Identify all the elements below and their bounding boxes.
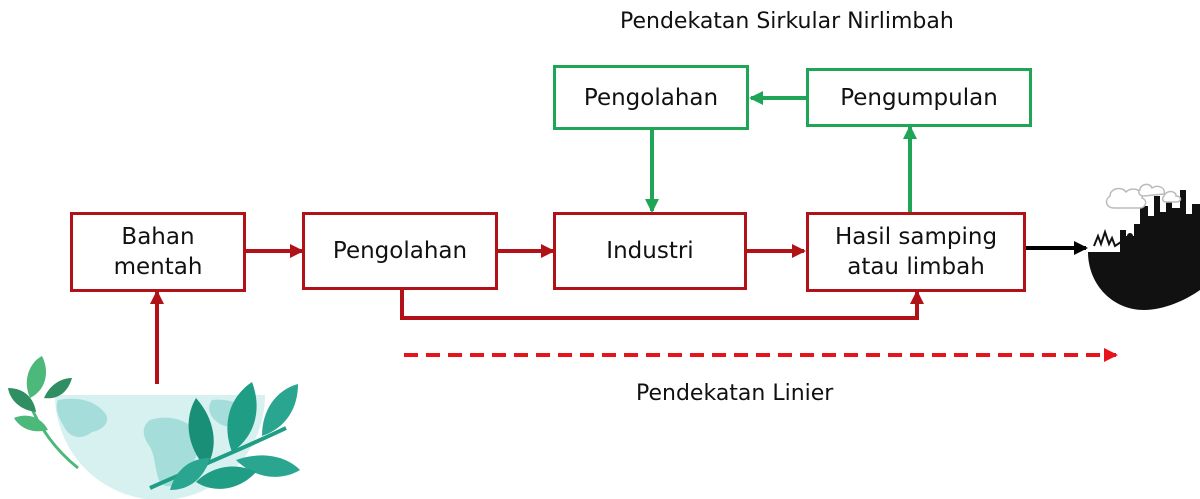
arrow-bypass-pengolahan-to-hasil (400, 290, 924, 320)
box-pengolahan-circular-label: Pengolahan (583, 84, 719, 111)
box-bahan-mentah-line1: Bahan (121, 224, 195, 250)
box-industri-label: Industri (606, 238, 694, 264)
box-bahan-mentah-line2: mentah (113, 254, 203, 280)
box-pengolahan-linear-label: Pengolahan (332, 238, 468, 264)
box-pengumpulan-label: Pengumpulan (840, 84, 998, 111)
box-industri: Industri (553, 212, 747, 290)
box-hasil-samping: Hasil samping atau limbah (806, 212, 1026, 292)
box-pengumpulan: Pengumpulan (806, 68, 1032, 127)
box-pengolahan-circular: Pengolahan (553, 65, 749, 130)
box-hasil-samping-line1: Hasil samping (834, 224, 998, 250)
box-bahan-mentah: Bahan mentah (70, 212, 246, 292)
circular-approach-title: Pendekatan Sirkular Nirlimbah (620, 9, 954, 34)
box-pengolahan-linear: Pengolahan (302, 212, 498, 290)
linear-approach-title: Pendekatan Linier (636, 381, 834, 406)
polluted-earth-icon (1088, 183, 1200, 310)
globe-with-leaves-icon (8, 356, 300, 499)
box-hasil-samping-line2: atau limbah (847, 254, 985, 280)
